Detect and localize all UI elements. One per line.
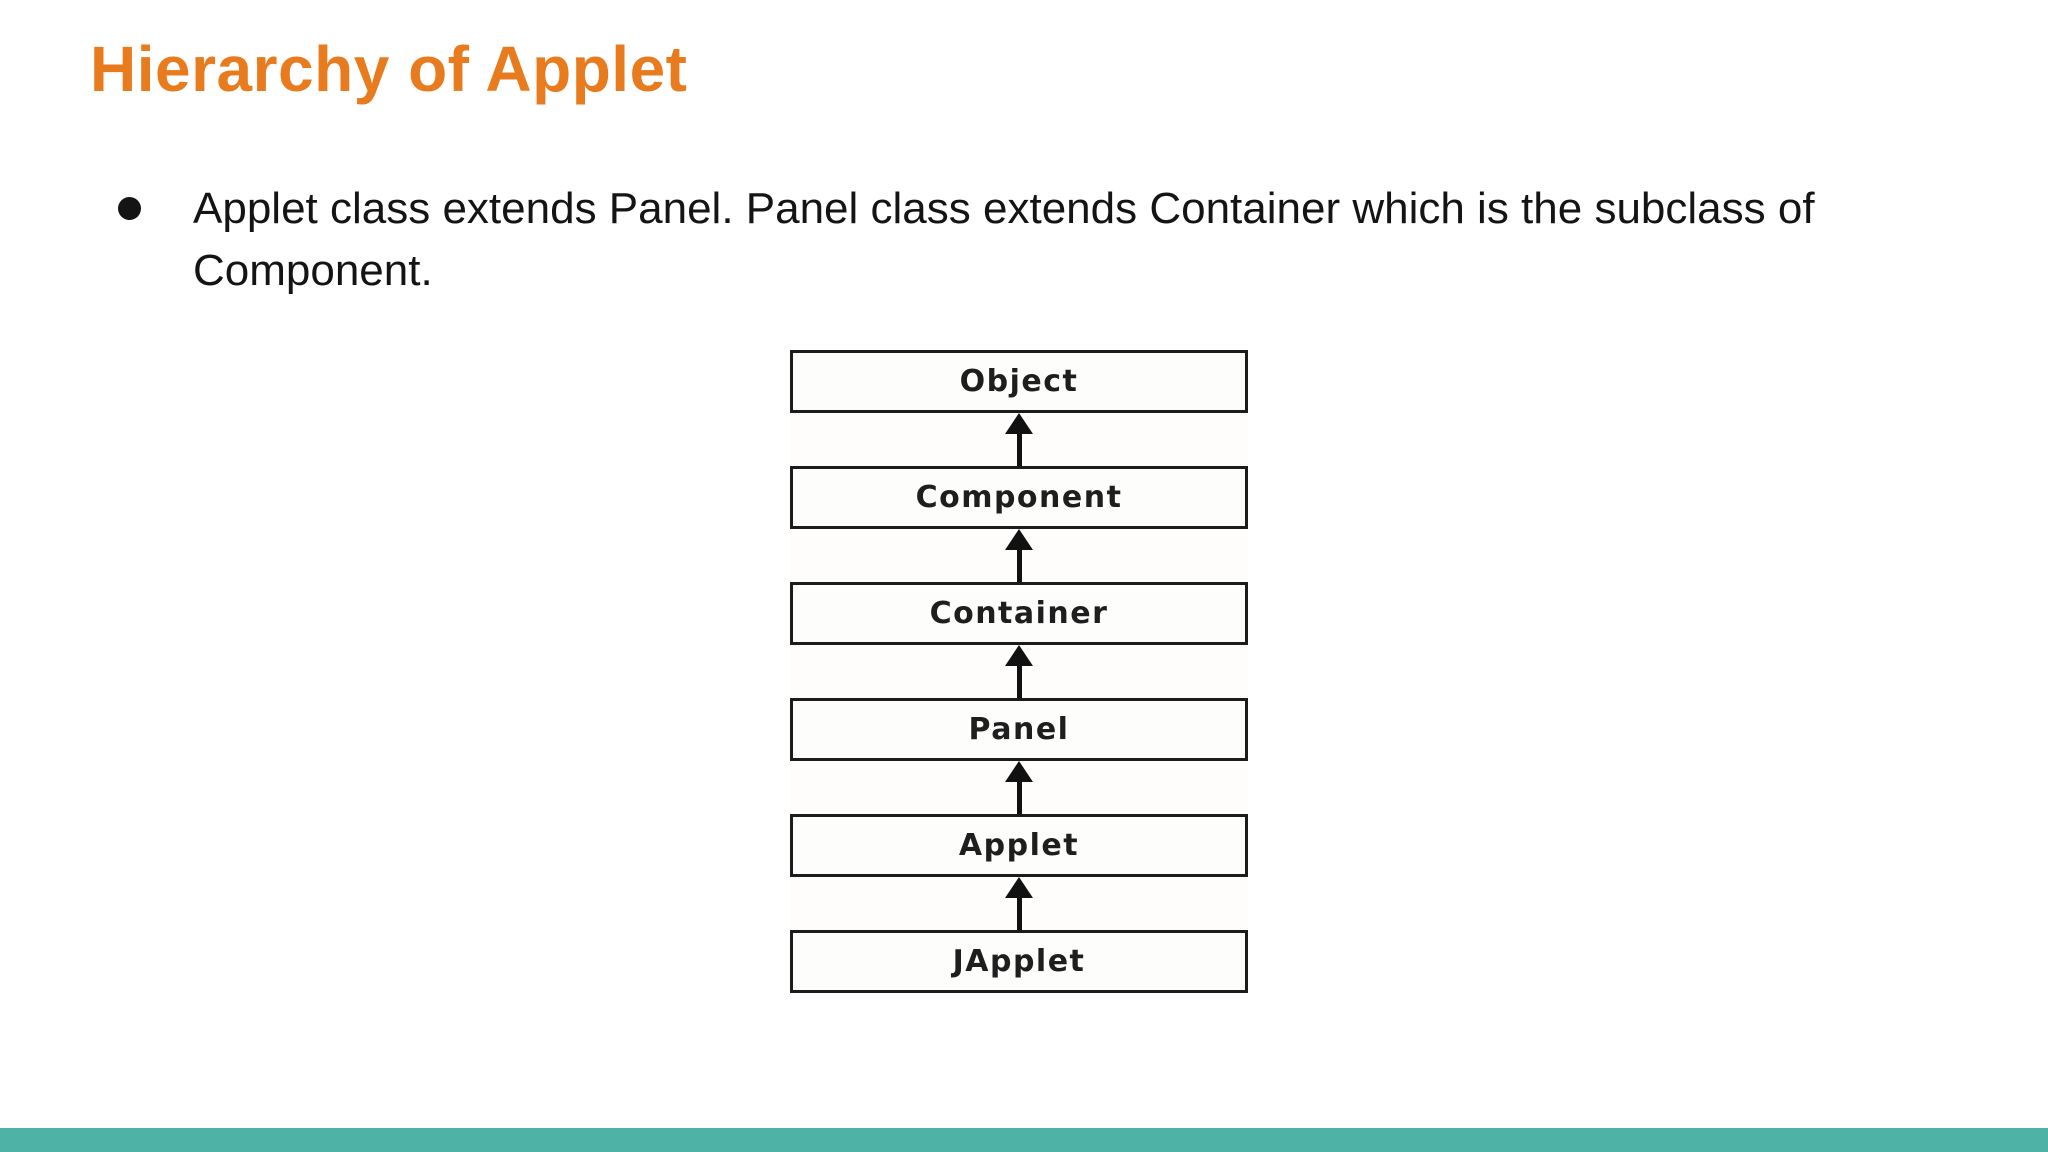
inheritance-arrow-up-icon [1005, 645, 1033, 698]
arrow-head [1005, 529, 1033, 550]
arrow-head [1005, 413, 1033, 434]
arrow-head [1005, 877, 1033, 898]
inheritance-arrow-up-icon [1005, 413, 1033, 466]
class-box-panel: Panel [790, 698, 1248, 761]
inheritance-arrow-up-icon [1005, 529, 1033, 582]
arrow-stem [1016, 782, 1022, 814]
bullet-dot-icon [118, 197, 141, 220]
arrow-stem [1016, 550, 1022, 582]
inheritance-arrow-up-icon [1005, 761, 1033, 814]
arrow-head [1005, 761, 1033, 782]
page-title: Hierarchy of Applet [90, 33, 688, 105]
arrow-stem [1016, 898, 1022, 930]
class-box-object: Object [790, 350, 1248, 413]
class-box-container: Container [790, 582, 1248, 645]
arrow-head [1005, 645, 1033, 666]
class-box-japplet: JApplet [790, 930, 1248, 993]
footer-accent-bar [0, 1128, 2048, 1152]
inheritance-arrow-up-icon [1005, 877, 1033, 930]
bullet-item: Applet class extends Panel. Panel class … [118, 178, 1928, 303]
class-box-applet: Applet [790, 814, 1248, 877]
class-box-component: Component [790, 466, 1248, 529]
bullet-text: Applet class extends Panel. Panel class … [193, 184, 1815, 296]
arrow-stem [1016, 666, 1022, 698]
arrow-stem [1016, 434, 1022, 466]
